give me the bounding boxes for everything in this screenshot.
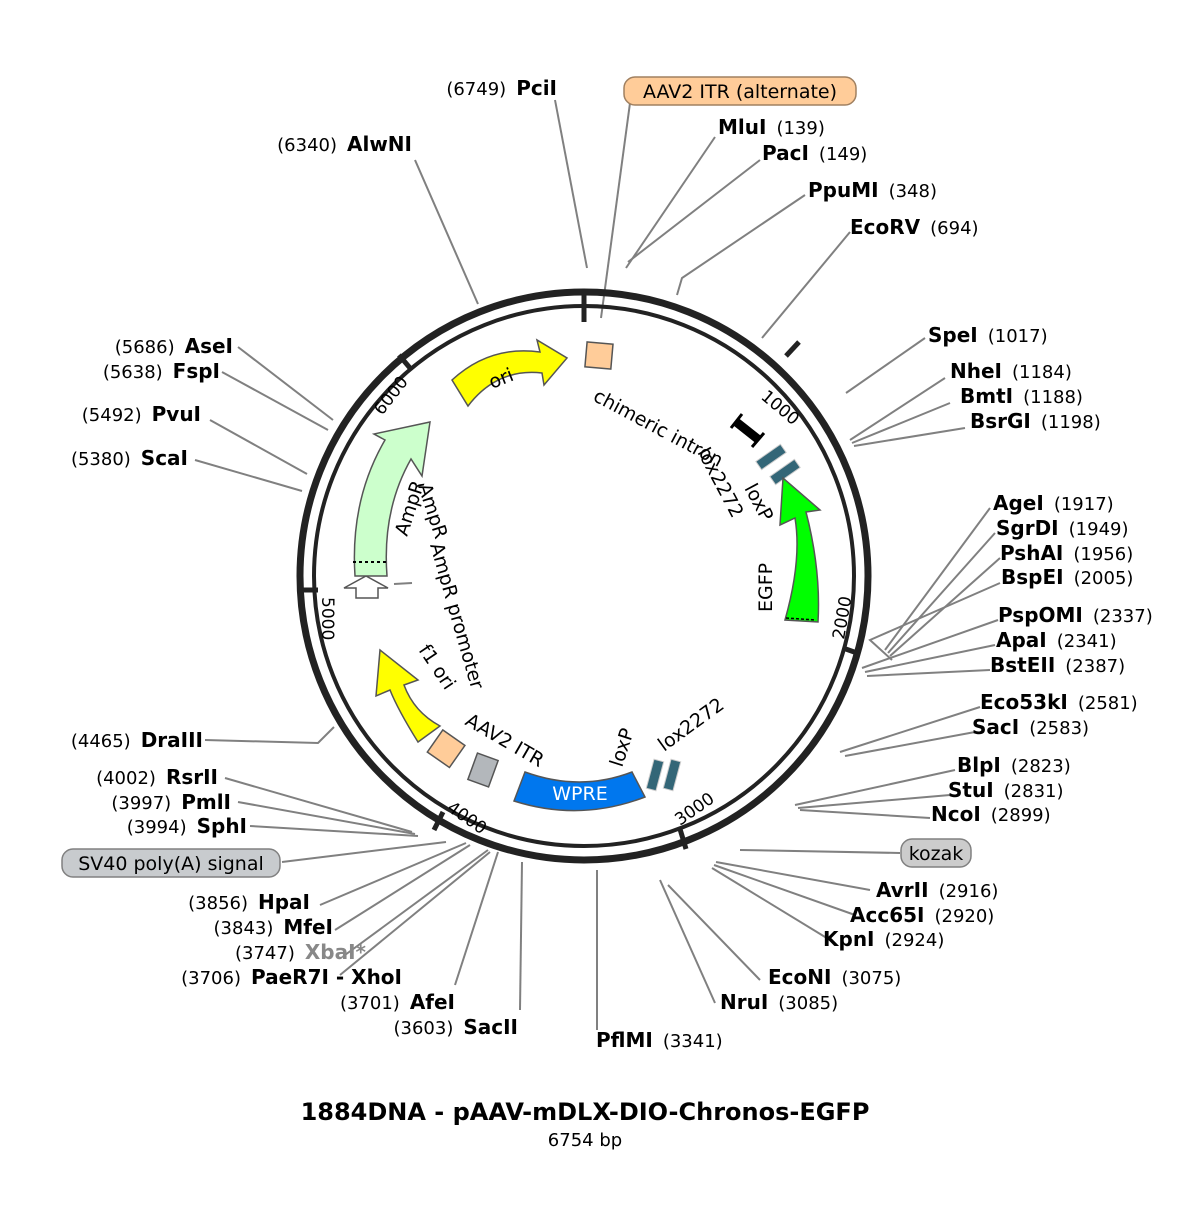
site-agei: AgeI(1917) <box>993 491 1114 515</box>
ampr-promoter-dash <box>393 582 413 585</box>
egfp-dotted-end <box>785 617 817 621</box>
site-bspei: BspEI(2005) <box>1001 565 1133 589</box>
chimeric-intron-bar <box>732 417 762 444</box>
plasmid-length: 6754 bp <box>547 1130 623 1151</box>
site-mfei: (3843)MfeI <box>214 915 333 939</box>
site-pflmi: PflMI(3341) <box>596 1028 723 1052</box>
site-avrii: AvrII(2916) <box>876 878 998 902</box>
site-paci: PacI(149) <box>762 141 867 165</box>
tick-3000-mark <box>677 828 689 850</box>
tick-1000-mark <box>784 340 801 358</box>
leader-lines <box>194 99 1001 1030</box>
itr-gray-box <box>466 752 500 788</box>
features <box>343 338 822 812</box>
tick-2000-mark <box>842 645 858 656</box>
aav2-itr-alt-label: AAV2 ITR (alternate) <box>643 81 837 103</box>
sv40-box <box>61 848 281 878</box>
site-blpi: BlpI(2823) <box>957 753 1071 777</box>
label-wpre: WPRE <box>552 783 607 805</box>
f1-ori-arrow <box>375 648 442 744</box>
tick-4000-mark <box>431 810 446 832</box>
loxP-top-box <box>769 458 801 486</box>
site-rsrii: (4002)RsrII <box>96 765 218 789</box>
plasmid-title: 1884DNA - pAAV-mDLX-DIO-Chronos-EGFP <box>300 1098 870 1126</box>
site-asei: (5686)AseI <box>115 334 233 358</box>
lox2272-top-box <box>755 443 787 471</box>
wpre-arrow <box>513 771 647 812</box>
site-ppumi: PpuMI(348) <box>808 178 937 202</box>
ampr-promoter-arrow <box>343 575 389 599</box>
site-pvui: (5492)PvuI <box>82 402 201 426</box>
tick-6000-mark <box>397 353 412 370</box>
site-nrui: NruI(3085) <box>720 990 838 1014</box>
kozak-box <box>900 838 972 868</box>
site-ncoi: NcoI(2899) <box>931 802 1051 826</box>
sites-left: (6749)PciI (6340)AlwNI (5686)AseI (5638)… <box>71 76 557 989</box>
label-loxP-top: loxP <box>740 480 778 525</box>
position-ticks <box>300 340 858 850</box>
egfp-arrow <box>779 476 822 623</box>
site-bsrgi: BsrGI(1198) <box>970 409 1101 433</box>
site-stui: StuI(2831) <box>948 778 1064 802</box>
sites-bottom: PflMI(3341) (3603)SacII (3701)AfeI <box>340 990 723 1052</box>
label-loxP-bottom: loxP <box>606 726 639 770</box>
ori-arrow <box>451 338 569 408</box>
site-draiii: (4465)DraIII <box>71 728 203 752</box>
site-sgrdi: SgrDI(1949) <box>996 516 1129 540</box>
chimeric-intron-cap <box>729 413 766 448</box>
site-paer7i-xhoi: (3706)PaeR7I - XhoI <box>181 965 402 989</box>
site-spei: SpeI(1017) <box>928 323 1048 347</box>
site-saci: SacI(2583) <box>972 715 1089 739</box>
site-pcii: (6749)PciI <box>446 76 557 100</box>
site-eco53ki: Eco53kI(2581) <box>980 690 1138 714</box>
aav2-itr-alt-box <box>623 76 857 106</box>
site-fspi: (5638)FspI <box>103 359 220 383</box>
site-acc65i: Acc65I(2920) <box>850 903 994 927</box>
site-kpni: KpnI(2924) <box>823 927 944 951</box>
site-afei: (3701)AfeI <box>340 990 455 1014</box>
site-pshai: PshAI(1956) <box>1000 541 1133 565</box>
kozak-label: kozak <box>909 843 964 865</box>
site-hpai: (3856)HpaI <box>188 890 310 914</box>
site-sacii: (3603)SacII <box>394 1015 519 1039</box>
site-bsteii: BstEII(2387) <box>990 653 1125 677</box>
site-ecorv: EcoRV(694) <box>850 215 979 239</box>
site-econi: EcoNI(3075) <box>768 965 901 989</box>
tick-2000: 2000 <box>829 595 856 641</box>
sites-right: MluI(139) PacI(149) PpuMI(348) EcoRV(694… <box>718 115 1153 1014</box>
site-pmli: (3997)PmlI <box>111 790 231 814</box>
site-mlui: MluI(139) <box>718 115 825 139</box>
site-bmti: BmtI(1188) <box>960 384 1083 408</box>
site-alwni: (6340)AlwNI <box>277 132 412 156</box>
site-apai: ApaI(2341) <box>996 628 1117 652</box>
boxed-labels: AAV2 ITR (alternate) SV40 poly(A) signal… <box>61 76 972 878</box>
site-pspomi: PspOMI(2337) <box>998 603 1153 627</box>
site-sphi: (3994)SphI <box>127 814 247 838</box>
itr-top-box <box>584 341 614 370</box>
label-lox2272-bottom: lox2272 <box>654 694 728 756</box>
site-scai: (5380)ScaI <box>71 446 188 470</box>
label-f1-ori: f1 ori <box>414 640 460 693</box>
lox2272-bottom-box <box>662 758 682 792</box>
label-egfp: EGFP <box>755 563 777 612</box>
loxP-bottom-box <box>645 758 665 792</box>
sv40-label: SV40 poly(A) signal <box>78 853 264 875</box>
site-nhei: NheI(1184) <box>950 359 1072 383</box>
ampr-arrow <box>353 421 431 577</box>
tick-5000: 5000 <box>317 597 337 640</box>
site-xbai: (3747)XbaI* <box>235 940 367 964</box>
itr-bottom-box <box>426 728 466 769</box>
